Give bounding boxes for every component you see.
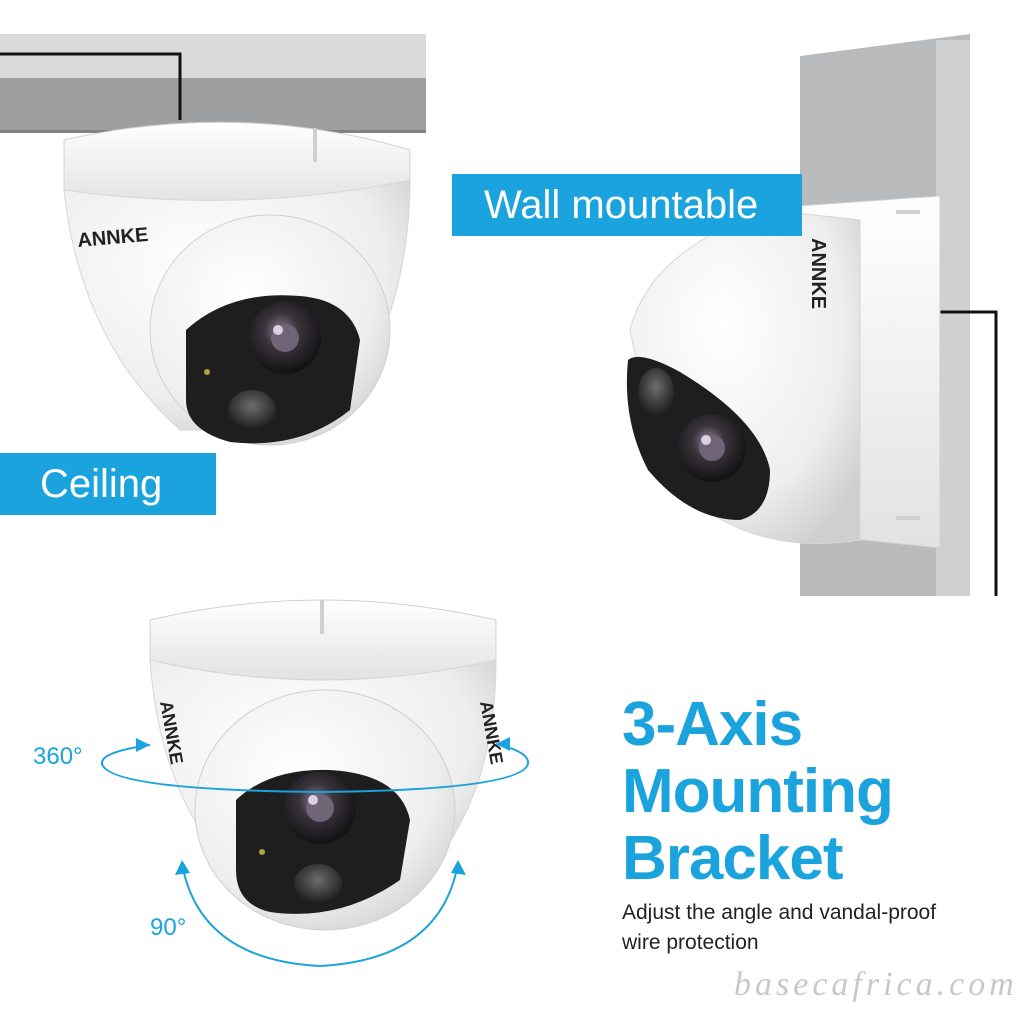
headline-line-1: 3-Axis [622, 690, 803, 759]
wall-mountable-label: Wall mountable [452, 174, 802, 236]
watermark: basecafrica.com [734, 966, 1018, 1003]
ceiling-slab [0, 34, 426, 78]
wall-camera-logo: ANNKE [807, 238, 829, 309]
angle-360-label: 360° [33, 743, 83, 770]
rotation-90-arrow [181, 863, 459, 968]
ceiling-wire [0, 52, 182, 120]
rotation-360-arrow [101, 743, 530, 794]
ceiling-underside [0, 78, 426, 132]
ceiling-label: Ceiling [0, 453, 216, 515]
description-line-1: Adjust the angle and vandal-proof [622, 901, 937, 924]
wall-wire [936, 310, 998, 596]
angle-90-label: 90° [150, 914, 187, 941]
headline-line-3: Bracket [622, 824, 843, 893]
headline-line-2: Mounting [622, 757, 894, 826]
ceiling-label-text: Ceiling [40, 461, 163, 506]
wall-mountable-label-text: Wall mountable [484, 182, 759, 227]
description-line-2: wire protection [622, 931, 759, 954]
wall-scene: ANNKE [626, 34, 998, 596]
ceiling-scene: ANNKE [0, 34, 426, 446]
axis-scene: ANNKE ANNKE [101, 599, 530, 968]
